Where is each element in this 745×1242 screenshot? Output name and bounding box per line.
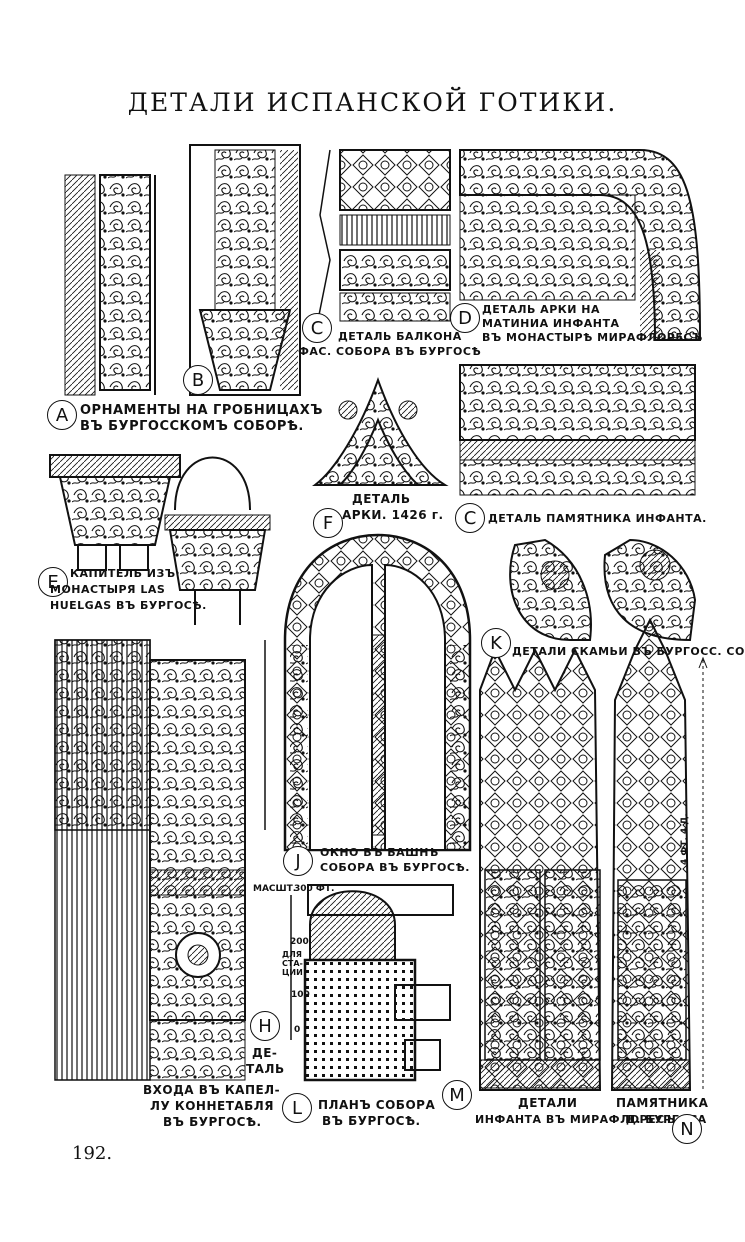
figure-b-pier-detail (189, 144, 301, 396)
caption-a-line-1: ОРНАМЕНТЫ НА ГРОБНИЦАХЪ (80, 403, 323, 418)
caption-f-line-1: ДЕТАЛЬ (352, 492, 411, 506)
figure-n-monument (610, 617, 708, 1091)
plan-scale-200: 200 (290, 937, 309, 947)
figure-c-balcony-detail (317, 149, 451, 322)
figure-e-capitals (49, 454, 271, 625)
figure-j-tower-window (283, 533, 472, 852)
caption-c-balcony-line-1: ДЕТАЛЬ БАЛКОНА (338, 330, 462, 343)
caption-m-line-2: ИНФАНТА ВЪ МИРАФЛОРЕСЪ (475, 1113, 676, 1126)
caption-h-line-2: ТАЛЬ (246, 1062, 285, 1076)
caption-n-line-1: ПАМЯТНИКА (616, 1096, 709, 1110)
caption-d-line-1: ДЕТАЛЬ АРКИ НА (482, 303, 600, 316)
caption-d-line-2: МАТИНИА ИНФАНТА (482, 317, 620, 330)
figure-letter-j: J (283, 846, 313, 876)
caption-j-line-1: ОКНО ВЪ БАШНѢ (320, 846, 439, 859)
figure-m-infanta-details (479, 647, 602, 1091)
caption-l-line-1: ПЛАНЪ СОБОРА (318, 1098, 436, 1112)
figure-h-chapel-entrance (54, 639, 266, 1081)
caption-l-line-2: ВЪ БУРГОСѢ. (322, 1114, 421, 1128)
figure-letter-n: N (672, 1114, 702, 1144)
plan-scale-label: МАСШТ. (253, 884, 297, 894)
figure-letter-k: K (481, 628, 511, 658)
figure-letter-l: L (282, 1093, 312, 1123)
figure-letter-e: E (38, 567, 68, 597)
plan-scale-0: 0 (294, 1025, 301, 1035)
figure-l-cathedral-plan (290, 884, 454, 1082)
caption-d-line-3: ВЪ МОНАСТЫРѢ МИРАФЛОРЕСЪ (482, 331, 703, 344)
figure-letter-c-monument: C (455, 503, 485, 533)
figure-a-tomb-ornament (64, 174, 156, 396)
plan-scale-word: ДЛЯ СТА-ЦИИ (282, 950, 303, 977)
figure-letter-f: F (313, 508, 343, 538)
caption-e-line-1: КАПИТЕЛЬ ИЗЪ (70, 567, 176, 580)
figure-letter-a: A (47, 400, 77, 430)
caption-c-monument: ДЕТАЛЬ ПАМЯТНИКА ИНФАНТА. (488, 512, 707, 525)
figure-letter-b: B (183, 365, 213, 395)
caption-j-line-2: СОБОРА ВЪ БУРГОСѢ. (320, 861, 470, 874)
plan-scale-100: 100 (291, 990, 310, 1000)
caption-c-balcony-line-2: ФАС. СОБОРА ВЪ БУРГОСѢ (298, 345, 482, 358)
page-number: 192. (72, 1143, 113, 1164)
figure-k-bench-details (509, 538, 697, 642)
figure-letter-m: M (442, 1080, 472, 1110)
figure-letter-d: D (450, 303, 480, 333)
caption-f-line-2: АРКИ. 1426 г. (342, 508, 444, 522)
caption-h-line-5: ВЪ БУРГОСѢ. (163, 1115, 262, 1129)
caption-k: ДЕТАЛИ СКАМЬИ ВЪ БУРГОСС. СОБ. (512, 645, 745, 658)
caption-h-line-1: ДЕ- (252, 1046, 278, 1060)
plan-scale-300: 300 ФТ. (294, 884, 335, 894)
monument-dimension-label: 4 ФТ. 4 Д. (680, 813, 690, 865)
figure-f-arch-1426 (312, 377, 449, 486)
figure-d-arch-detail (459, 149, 702, 341)
caption-a-line-2: ВЪ БУРГОССКОМЪ СОБОРѢ. (80, 419, 304, 434)
caption-h-line-3: ВХОДА ВЪ КАПЕЛ- (143, 1083, 281, 1097)
caption-m-line-1: ДЕТАЛИ (518, 1096, 578, 1110)
figure-letter-c-balcony: C (302, 313, 332, 343)
caption-e-line-3: HUELGAS ВЪ БУРГОСѢ. (50, 599, 207, 612)
figure-c-monument-detail (459, 364, 696, 496)
caption-h-line-4: ЛУ КОННЕТАБЛЯ (150, 1099, 275, 1113)
figure-letter-h: H (250, 1011, 280, 1041)
page-title: ДЕТАЛИ ИСПАНСКОЙ ГОТИКИ. (127, 88, 618, 117)
caption-e-line-2: МОНАСТЫРЯ LAS (50, 583, 166, 596)
